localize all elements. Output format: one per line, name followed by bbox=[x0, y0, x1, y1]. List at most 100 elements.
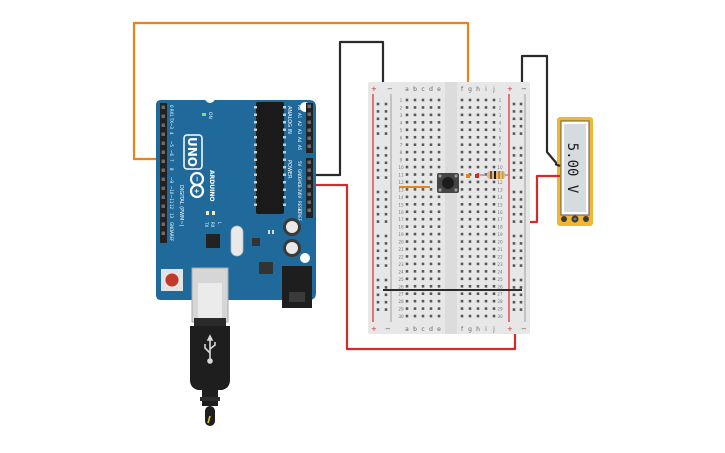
breadboard-hole[interactable] bbox=[484, 307, 488, 310]
breadboard-hole[interactable] bbox=[484, 121, 488, 124]
breadboard-hole[interactable] bbox=[468, 307, 472, 310]
breadboard-hole[interactable] bbox=[460, 240, 464, 243]
breadboard-hole[interactable] bbox=[421, 210, 425, 214]
rail-hole[interactable] bbox=[376, 154, 380, 157]
rail-hole[interactable] bbox=[512, 110, 516, 113]
breadboard-hole[interactable] bbox=[421, 195, 425, 199]
breadboard-hole[interactable] bbox=[460, 270, 464, 273]
breadboard-hole[interactable] bbox=[476, 143, 480, 146]
breadboard-hole[interactable] bbox=[437, 165, 441, 169]
breadboard-hole[interactable] bbox=[492, 232, 496, 236]
digital-pin-hole[interactable] bbox=[161, 132, 166, 137]
power-pin-hole[interactable] bbox=[307, 208, 312, 213]
breadboard-hole[interactable] bbox=[437, 195, 441, 199]
rail-hole[interactable] bbox=[512, 308, 516, 311]
rail-hole[interactable] bbox=[384, 124, 388, 128]
breadboard-hole[interactable] bbox=[437, 270, 441, 273]
breadboard-hole[interactable] bbox=[468, 232, 472, 236]
breadboard-hole[interactable] bbox=[437, 262, 441, 266]
breadboard-hole[interactable] bbox=[421, 113, 425, 117]
breadboard-hole[interactable] bbox=[468, 188, 472, 191]
power-pin-hole[interactable] bbox=[307, 184, 312, 189]
rail-hole[interactable] bbox=[519, 205, 523, 209]
breadboard-hole[interactable] bbox=[460, 225, 464, 228]
breadboard-hole[interactable] bbox=[476, 232, 480, 236]
digital-pin-hole[interactable] bbox=[161, 141, 166, 146]
digital-pin-hole[interactable] bbox=[161, 204, 166, 209]
breadboard-hole[interactable] bbox=[429, 121, 433, 124]
breadboard-hole[interactable] bbox=[492, 225, 496, 228]
breadboard-hole[interactable] bbox=[484, 292, 488, 295]
rail-hole[interactable] bbox=[519, 308, 523, 311]
rail-hole[interactable] bbox=[512, 198, 516, 201]
breadboard-hole[interactable] bbox=[421, 135, 425, 139]
breadboard-hole[interactable] bbox=[476, 225, 480, 228]
probe-jack-com[interactable] bbox=[561, 216, 567, 222]
power-pin-hole[interactable] bbox=[307, 200, 312, 205]
breadboard-hole[interactable] bbox=[460, 195, 464, 199]
breadboard-hole[interactable] bbox=[413, 98, 417, 102]
rail-hole[interactable] bbox=[384, 300, 388, 304]
breadboard-hole[interactable] bbox=[468, 270, 472, 273]
rail-hole[interactable] bbox=[384, 198, 388, 201]
breadboard-hole[interactable] bbox=[405, 277, 409, 281]
breadboard-hole[interactable] bbox=[421, 98, 425, 102]
breadboard-hole[interactable] bbox=[484, 165, 488, 169]
rail-hole[interactable] bbox=[376, 286, 380, 289]
rail-hole[interactable] bbox=[519, 168, 523, 172]
breadboard-hole[interactable] bbox=[429, 113, 433, 117]
breadboard-hole[interactable] bbox=[484, 210, 488, 214]
breadboard-hole[interactable] bbox=[468, 195, 472, 199]
breadboard-hole[interactable] bbox=[460, 232, 464, 236]
breadboard-hole[interactable] bbox=[413, 240, 417, 243]
breadboard-hole[interactable] bbox=[484, 113, 488, 117]
breadboard-hole[interactable] bbox=[405, 284, 409, 288]
breadboard-hole[interactable] bbox=[437, 150, 441, 154]
breadboard-hole[interactable] bbox=[421, 270, 425, 273]
breadboard-hole[interactable] bbox=[460, 188, 464, 191]
multimeter[interactable]: 5.00 V bbox=[554, 117, 593, 226]
breadboard-hole[interactable] bbox=[468, 165, 472, 169]
breadboard-hole[interactable] bbox=[460, 165, 464, 169]
breadboard-hole[interactable] bbox=[460, 292, 464, 295]
breadboard-hole[interactable] bbox=[429, 195, 433, 199]
breadboard-hole[interactable] bbox=[437, 292, 441, 295]
breadboard-hole[interactable] bbox=[413, 262, 417, 266]
breadboard-hole[interactable] bbox=[468, 98, 472, 102]
rail-hole[interactable] bbox=[512, 242, 516, 245]
breadboard-hole[interactable] bbox=[413, 210, 417, 214]
breadboard-hole[interactable] bbox=[476, 188, 480, 191]
breadboard-hole[interactable] bbox=[437, 217, 441, 221]
breadboard-hole[interactable] bbox=[460, 277, 464, 281]
breadboard-hole[interactable] bbox=[429, 262, 433, 266]
breadboard-hole[interactable] bbox=[492, 314, 496, 318]
breadboard-hole[interactable] bbox=[492, 262, 496, 266]
rail-hole[interactable] bbox=[519, 110, 523, 113]
rail-hole[interactable] bbox=[512, 132, 516, 135]
breadboard-hole[interactable] bbox=[484, 150, 488, 154]
breadboard-hole[interactable] bbox=[429, 314, 433, 318]
breadboard-hole[interactable] bbox=[468, 150, 472, 154]
breadboard-hole[interactable] bbox=[492, 307, 496, 310]
rail-hole[interactable] bbox=[519, 117, 523, 121]
analog-pin-hole[interactable] bbox=[307, 144, 312, 149]
breadboard-hole[interactable] bbox=[492, 158, 496, 161]
breadboard-hole[interactable] bbox=[468, 106, 472, 109]
breadboard-hole[interactable] bbox=[437, 135, 441, 139]
breadboard-hole[interactable] bbox=[405, 299, 409, 303]
rail-hole[interactable] bbox=[512, 264, 516, 267]
rail-hole[interactable] bbox=[519, 220, 523, 223]
rail-hole[interactable] bbox=[384, 161, 388, 165]
breadboard-hole[interactable] bbox=[460, 299, 464, 303]
breadboard-hole[interactable] bbox=[476, 247, 480, 251]
breadboard-hole[interactable] bbox=[429, 158, 433, 161]
breadboard-hole[interactable] bbox=[484, 217, 488, 221]
breadboard-hole[interactable] bbox=[421, 106, 425, 109]
breadboard-hole[interactable] bbox=[405, 128, 409, 132]
rail-hole[interactable] bbox=[512, 212, 516, 216]
breadboard-hole[interactable] bbox=[429, 292, 433, 295]
breadboard-hole[interactable] bbox=[476, 158, 480, 161]
breadboard-hole[interactable] bbox=[492, 180, 496, 184]
breadboard-hole[interactable] bbox=[413, 292, 417, 295]
breadboard-hole[interactable] bbox=[460, 143, 464, 146]
